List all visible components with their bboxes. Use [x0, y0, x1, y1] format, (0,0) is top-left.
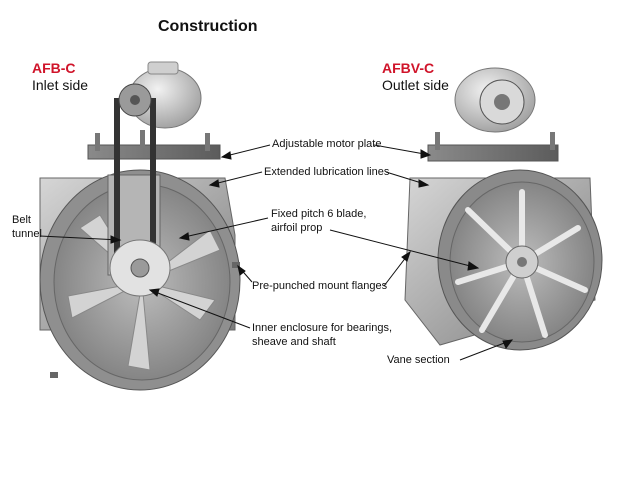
- callout-enclosure-line1: Inner enclosure for bearings,: [252, 322, 393, 334]
- callout-lubrication-lines: Extended lubrication lines: [264, 166, 390, 178]
- callout-mount-flanges: Pre-punched mount flanges: [252, 280, 388, 292]
- callout-motor-plate: Adjustable motor plate: [272, 138, 382, 150]
- callout-belt-line1: Belt: [12, 214, 31, 226]
- left-side-label: Inlet side: [32, 77, 89, 93]
- callout-belt-line2: tunnel: [12, 228, 42, 240]
- callout-prop-line1: Fixed pitch 6 blade,: [271, 208, 367, 220]
- callout-enclosure-line2: sheave and shaft: [252, 336, 336, 348]
- right-model-label: AFBV-C: [382, 60, 435, 76]
- callout-prop-line2: airfoil prop: [271, 222, 323, 234]
- callout-lines: [39, 144, 514, 361]
- diagram-title: Construction: [158, 18, 258, 35]
- left-fan: [39, 61, 241, 391]
- right-side-label: Outlet side: [382, 77, 449, 93]
- callout-vane-section: Vane section: [387, 354, 450, 366]
- left-model-label: AFB-C: [32, 60, 76, 76]
- right-fan: [404, 67, 603, 351]
